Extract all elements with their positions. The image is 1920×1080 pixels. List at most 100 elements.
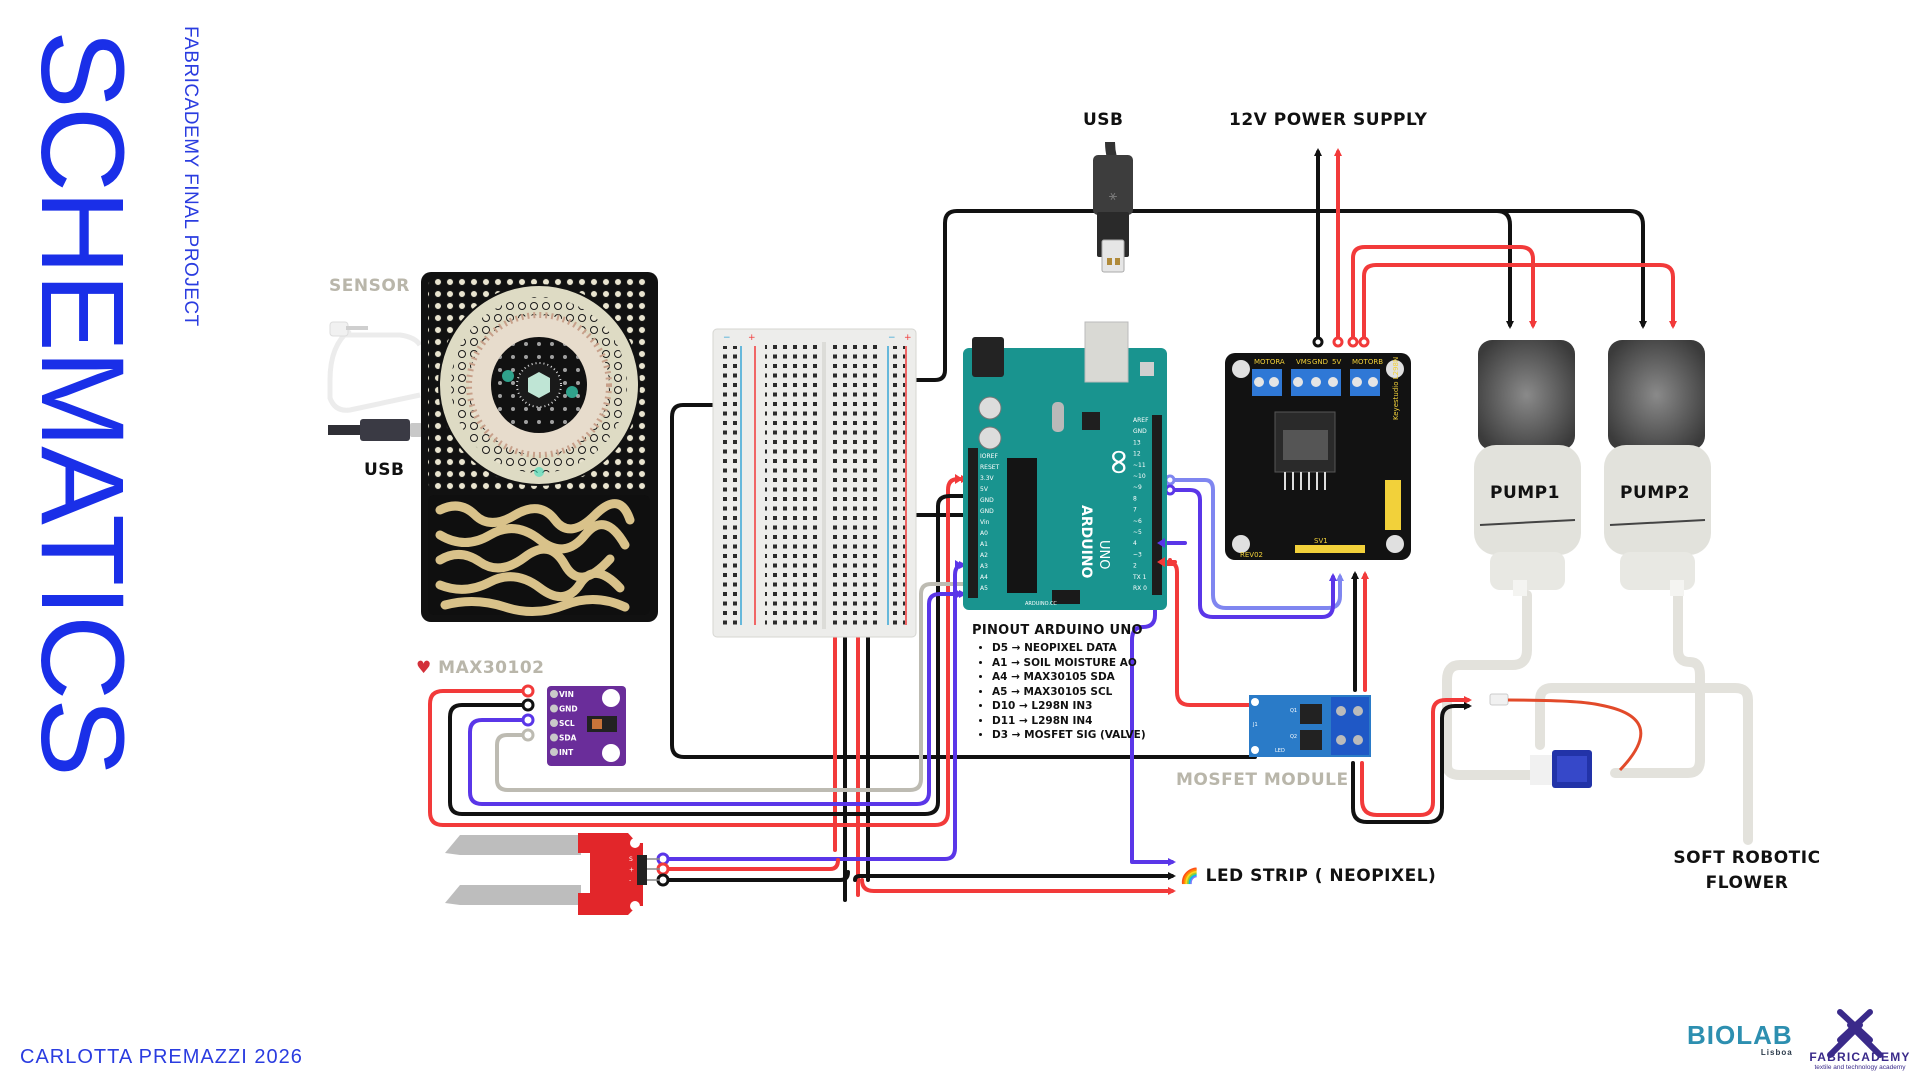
wire-d10-in3 xyxy=(1168,488,1337,619)
connector-rings xyxy=(521,336,1370,887)
arduino-right-pin-label: 7 xyxy=(1133,507,1137,514)
wire-d11-in4 xyxy=(1168,478,1344,610)
soil-pin-label: S xyxy=(629,856,633,863)
arduino-right-pin-label: ~3 xyxy=(1133,551,1142,558)
arduino-pin-arrows xyxy=(955,474,1165,599)
arduino-uno-board: ARDUINO ∞ UNO ARDUINO.CC IOREFRESET3.3V5… xyxy=(963,321,1167,610)
pinout-item: D10 → L298N IN3 xyxy=(992,699,1146,714)
pinout-item: A1 → SOIL MOISTURE AO xyxy=(992,656,1146,671)
pump1-label: PUMP1 xyxy=(1490,483,1560,503)
arduino-right-pin-label: ~6 xyxy=(1133,518,1142,525)
wire-soil-vcc xyxy=(661,858,840,871)
fabricademy-logo-text: FABRICADEMY xyxy=(1809,1050,1911,1064)
max-pin-hole xyxy=(550,733,558,742)
l298n-brand-label: Keyestudio L298N xyxy=(1392,357,1400,420)
arduino-model-text: UNO xyxy=(1096,540,1111,569)
mosfet-led-label: LED xyxy=(1275,748,1285,754)
l298n-label-vms: VMS xyxy=(1296,358,1312,366)
solenoid-valve xyxy=(1489,693,1643,788)
flower-label-line1: SOFT ROBOTIC xyxy=(1673,848,1821,868)
l298n-label-5v: 5V xyxy=(1332,358,1341,366)
usb-c-cable xyxy=(328,419,422,441)
flower-label-line2: FLOWER xyxy=(1705,873,1789,893)
wire-d3-mosfet xyxy=(1168,560,1252,707)
arduino-left-pin-label: GND xyxy=(980,508,994,515)
svg-text:−: − xyxy=(888,333,896,343)
arduino-right-pin-label: 4 xyxy=(1133,540,1137,547)
arduino-left-pin-label: Vin xyxy=(980,519,990,526)
sensor-cable xyxy=(327,321,423,413)
air-tubing xyxy=(1442,590,1753,845)
wire-gnd-breadboard-long xyxy=(670,403,1257,759)
svg-text:+: + xyxy=(748,333,756,343)
led-strip-label-group: 🌈 LED STRIP ( NEOPIXEL) xyxy=(1180,866,1436,886)
biolab-logo: BIOLAB Lisboa xyxy=(1687,1020,1793,1057)
usb-top-label: USB xyxy=(1083,110,1124,130)
arduino-right-pin-label: ~5 xyxy=(1133,529,1142,536)
fabricademy-logo-mark xyxy=(1827,1009,1883,1058)
wire-max-scl xyxy=(468,590,967,806)
arduino-left-pin-label: A3 xyxy=(980,563,988,570)
l298n-label-motora: MOTORA xyxy=(1254,358,1285,366)
arduino-left-pin-label: IOREF xyxy=(980,453,998,460)
pinout-item: A4 → MAX30105 SDA xyxy=(992,670,1146,685)
biolab-logo-sub: Lisboa xyxy=(1760,1048,1793,1057)
max-pin-label: GND xyxy=(559,705,578,714)
arduino-right-pin-label: TX 1 xyxy=(1132,574,1147,581)
arduino-left-pin-label: RESET xyxy=(980,464,1000,471)
pump2-label: PUMP2 xyxy=(1620,483,1690,503)
fabricademy-logo-tag: textile and technology academy xyxy=(1814,1064,1906,1071)
soil-pin-label: - xyxy=(629,877,631,884)
max30102-label: MAX30102 xyxy=(438,658,545,678)
l298n-header-label: SV1 xyxy=(1314,537,1328,545)
mosfet-q2-label: Q2 xyxy=(1290,734,1297,740)
svg-text:−: − xyxy=(723,333,731,343)
max-pin-label: SCL xyxy=(559,719,575,728)
wire-gnd-pumps-bus xyxy=(903,209,1514,382)
arduino-left-pin-label: A0 xyxy=(980,530,988,537)
arduino-left-pin-label: A4 xyxy=(980,574,988,581)
arduino-right-pin-label: 12 xyxy=(1133,451,1141,458)
power-supply-label: 12V POWER SUPPLY xyxy=(1229,110,1428,130)
pinout-title: PINOUT ARDUINO UNO xyxy=(972,623,1143,638)
arduino-right-pin-label: 2 xyxy=(1133,563,1137,570)
pinout-item: D11 → L298N IN4 xyxy=(992,714,1146,729)
l298n-label-motorb: MOTORB xyxy=(1352,358,1383,366)
svg-text:⚹: ⚹ xyxy=(1109,188,1118,204)
soil-moisture-sensor: S+- xyxy=(445,833,660,915)
max-pin-hole xyxy=(550,690,558,698)
pinout-list: D5 → NEOPIXEL DATAA1 → SOIL MOISTURE AOA… xyxy=(972,641,1146,743)
arduino-right-pin-label: GND xyxy=(1133,428,1147,435)
max-pin-hole xyxy=(550,719,558,727)
arduino-right-pin-label: AREF xyxy=(1133,417,1149,424)
arduino-left-pin-label: A5 xyxy=(980,585,988,592)
pump-1 xyxy=(1474,340,1581,596)
wire-max-sda xyxy=(495,582,965,792)
pinout-item: A5 → MAX30105 SCL xyxy=(992,685,1146,700)
arduino-right-pin-label: ~10 xyxy=(1133,473,1146,480)
max30102-label-group: ♥ MAX30102 xyxy=(416,658,545,678)
arduino-right-pin-label: 8 xyxy=(1133,495,1137,502)
arduino-left-pin-label: A1 xyxy=(980,541,988,548)
max-pin-label: SDA xyxy=(559,734,577,743)
usb-left-label: USB xyxy=(364,460,405,480)
usb-b-cable: ⚹ xyxy=(1093,141,1133,273)
l298n-rev-label: REV02 xyxy=(1240,551,1263,559)
pinout-item: D3 → MOSFET SIG (VALVE) xyxy=(992,728,1146,743)
soft-robotic-flower-label: SOFT ROBOTIC FLOWER xyxy=(1672,846,1822,896)
mosfet-j1-label: J1 xyxy=(1252,722,1258,728)
wire-pump2-power xyxy=(1362,263,1677,344)
max-pin-label: INT xyxy=(559,748,574,757)
author-credit: CARLOTTA PREMAZZI 2026 xyxy=(20,1046,303,1068)
max-pin-hole xyxy=(550,704,558,713)
pump-2 xyxy=(1604,340,1711,596)
heart-icon: ♥ xyxy=(416,658,432,678)
arduino-left-pin-label: GND xyxy=(980,497,994,504)
arduino-right-pin-label: ~9 xyxy=(1133,484,1142,491)
breadboard: − + − + xyxy=(712,328,917,638)
fabricademy-logo: FABRICADEMY textile and technology acade… xyxy=(1805,1050,1915,1071)
wire-max-vin xyxy=(428,475,969,827)
